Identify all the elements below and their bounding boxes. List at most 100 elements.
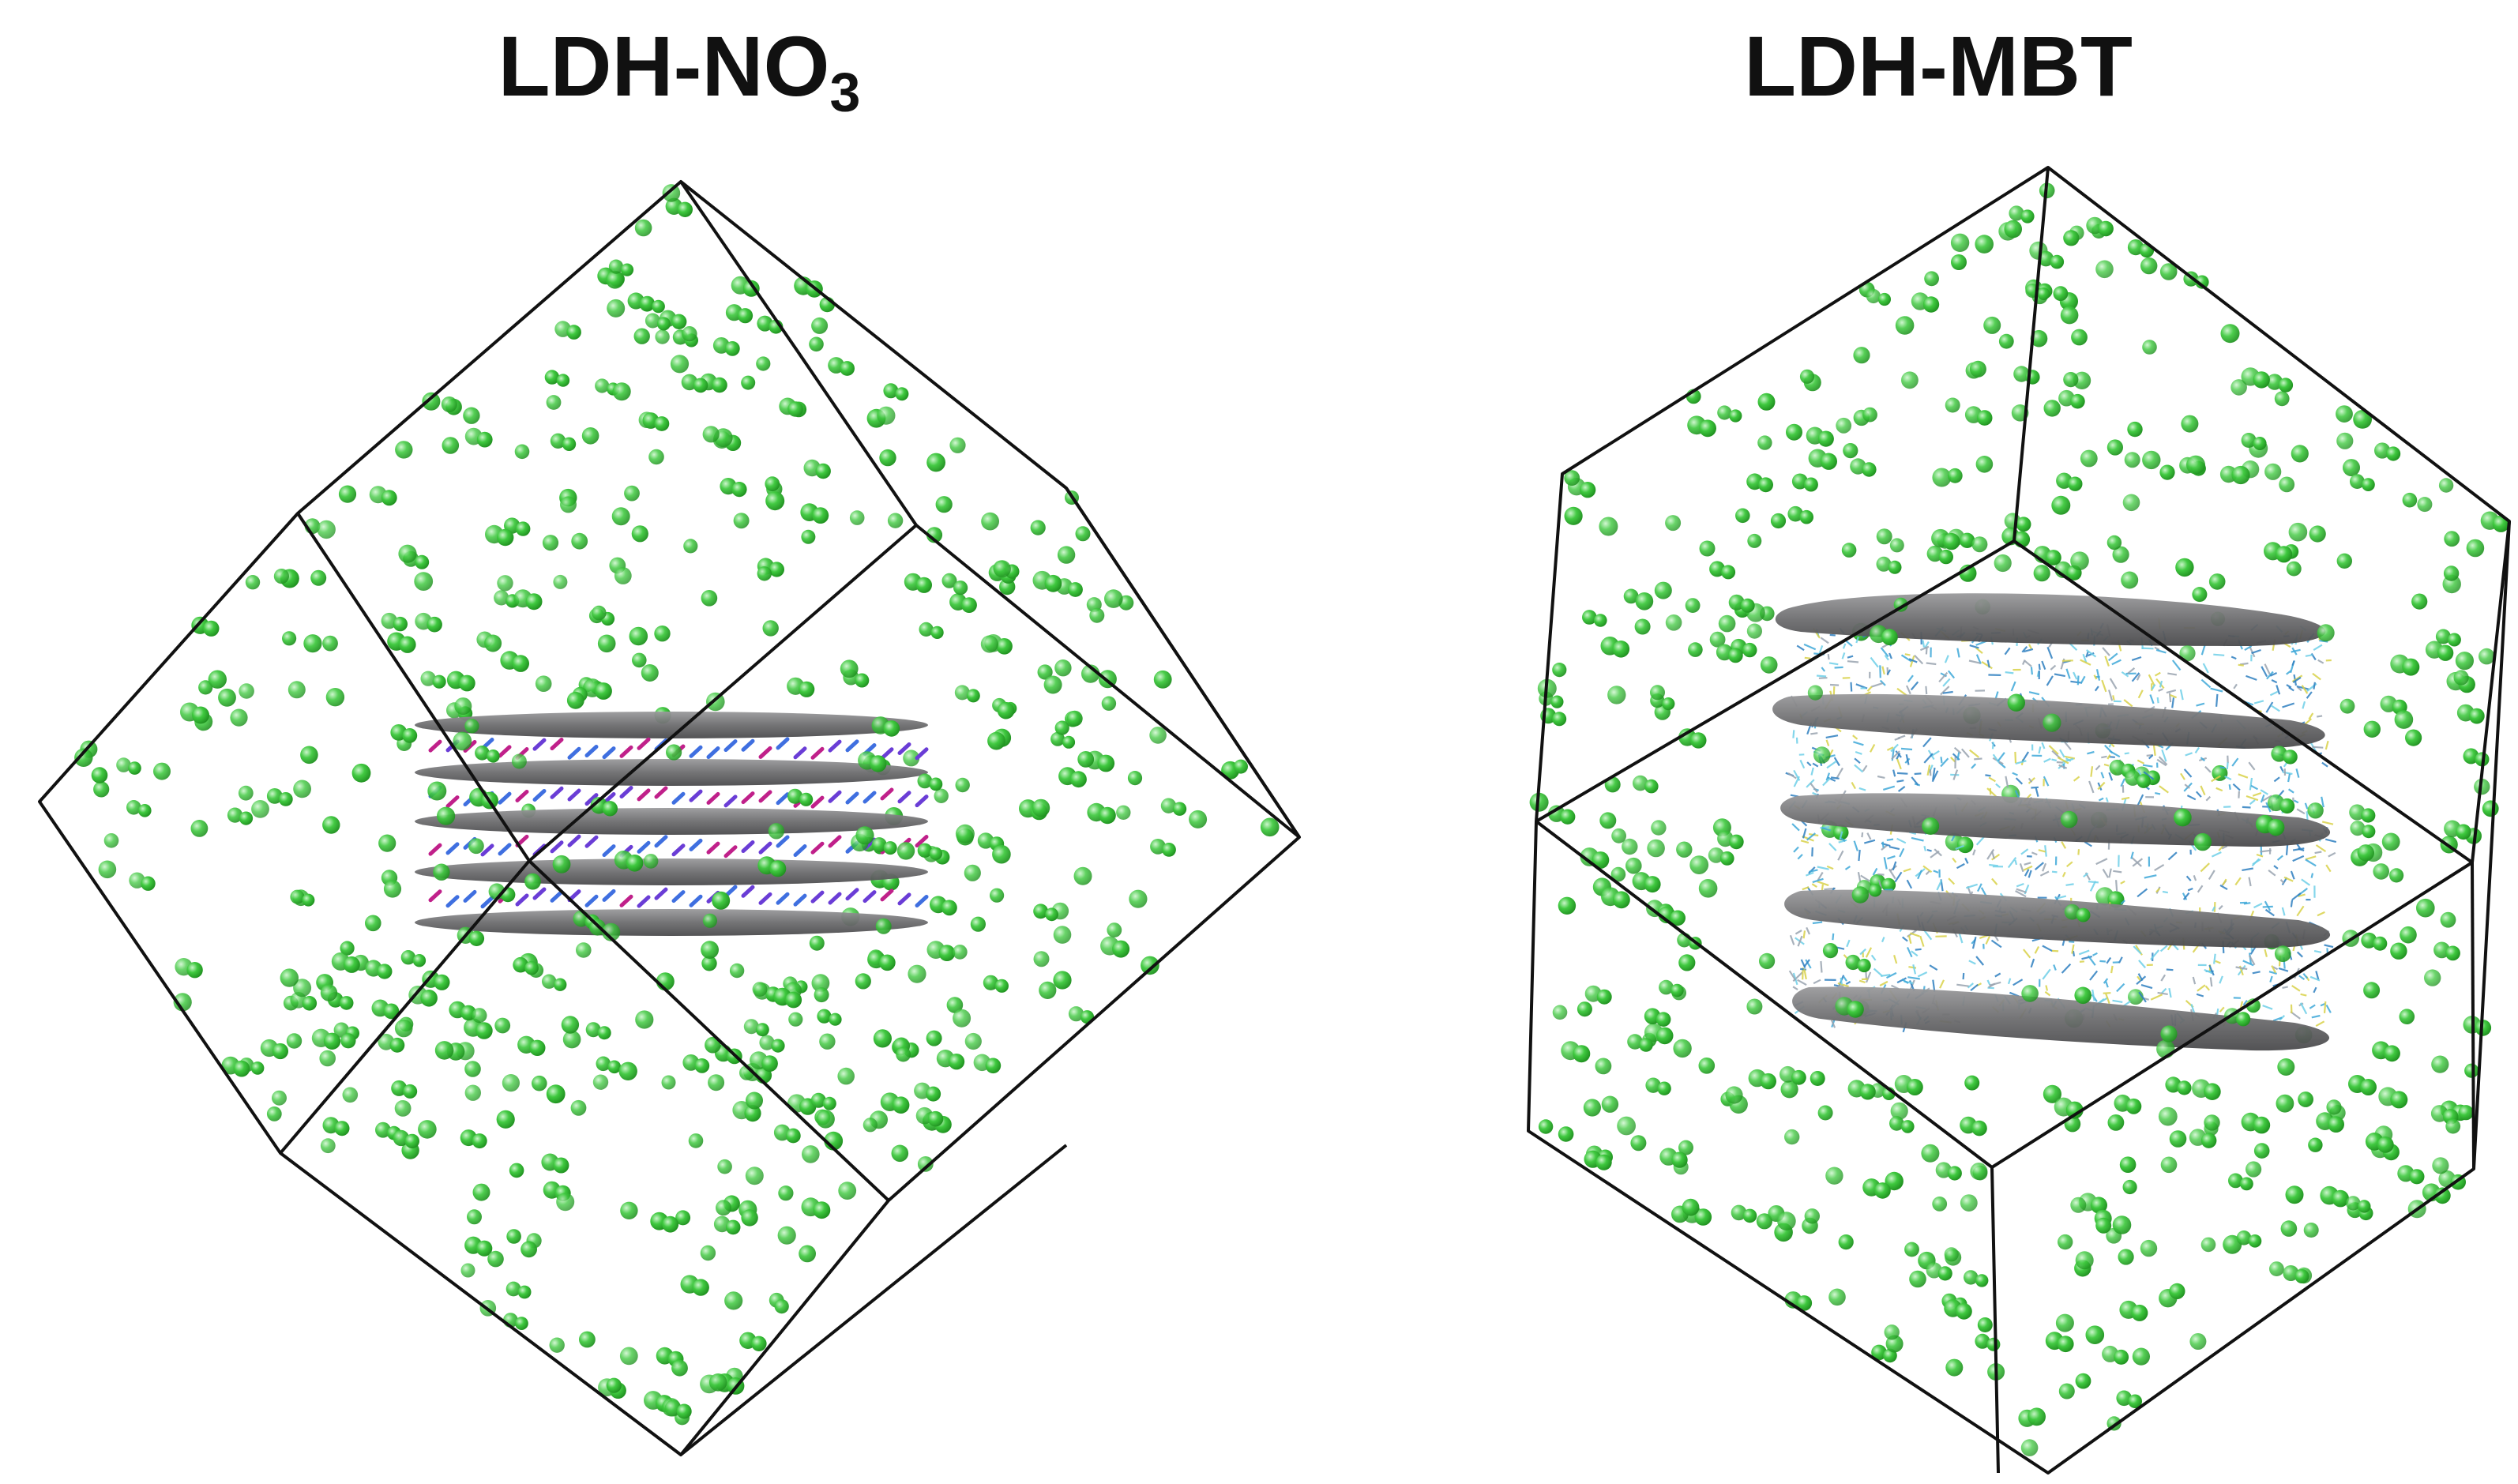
mbt-molecule [2282,702,2295,708]
counter-ion [2095,1217,2112,1234]
counter-ion [757,566,772,581]
counter-ion [400,950,416,965]
mbt-molecule [2112,999,2123,1003]
counter-ion [2362,825,2376,839]
counter-ion [556,374,570,387]
counter-ion [1560,809,1576,825]
counter-ion [2285,1185,2304,1204]
mbt-molecule [2034,862,2045,870]
mbt-molecule [2282,986,2288,989]
mbt-molecule [2266,671,2274,680]
counter-ion [2124,452,2140,468]
ldh-layer [1780,793,2331,847]
mbt-molecule [2260,789,2268,795]
counter-ion [2033,565,2050,582]
mbt-molecule [1840,837,1846,842]
mbt-molecule [2028,777,2033,783]
counter-ion [1625,857,1642,874]
counter-ion [2326,1099,2342,1115]
mbt-molecule [1932,767,1936,780]
mbt-molecule [2167,851,2178,861]
mbt-molecule [1862,765,1868,772]
counter-ion [1862,407,1877,423]
counter-ion [512,655,529,672]
counter-ion [1947,1166,1962,1181]
counter-ion [1889,538,1904,553]
mbt-molecule [1888,846,1900,851]
simulation-box-ldh-mbt [1527,166,2511,1475]
mbt-molecule [1864,839,1876,844]
mbt-molecule [1933,870,1939,873]
counter-ion [383,880,402,898]
counter-ion [768,823,785,840]
counter-ion [602,922,621,941]
mbt-molecule [2030,958,2035,968]
counter-ion [116,757,131,772]
counter-ion [634,219,652,237]
counter-ion [432,674,446,689]
nitrate-molecule [428,843,442,856]
counter-ion [676,1403,692,1419]
counter-ion [2137,774,2151,788]
mbt-molecule [1811,883,1817,889]
counter-ion [926,1030,942,1046]
counter-ion [375,1121,391,1138]
mbt-molecule [1821,667,1826,672]
mbt-molecule [1825,734,1839,738]
counter-ion [2276,546,2293,563]
mbt-molecule [2211,775,2221,783]
counter-ion [2445,1118,2461,1134]
mbt-molecule [2004,647,2011,656]
counter-ion [1728,594,1745,611]
mbt-molecule [1845,980,1851,986]
counter-ion [2353,410,2372,429]
counter-ion [1595,1154,1612,1170]
mbt-molecule [2283,876,2294,882]
mbt-molecule [1902,936,1908,942]
mbt-molecule [2320,1002,2326,1007]
counter-ion [2071,329,2088,346]
counter-ion [1045,907,1058,922]
nitrate-molecule [671,843,686,857]
counter-ion [2463,748,2479,765]
counter-ion [799,1245,816,1263]
counter-ion [1141,956,1159,975]
mbt-molecule [2313,644,2323,652]
mbt-molecule [1988,982,1996,989]
counter-ion [762,620,779,637]
mbt-molecule [1789,934,1795,945]
nitrate-molecule [550,738,564,751]
counter-ion [525,593,543,611]
mbt-molecule [1956,752,1960,761]
mbt-molecule [2271,679,2278,684]
nitrate-molecule [619,894,633,907]
nitrate-molecule [741,791,755,805]
mbt-molecule [2212,906,2215,912]
nitrate-molecule [880,787,894,801]
counter-ion [394,1100,412,1117]
counter-ion [2038,250,2054,267]
counter-ion [2358,1200,2371,1213]
mbt-molecule [2250,784,2259,791]
counter-ion [1786,423,1802,441]
mbt-molecule [2007,978,2012,985]
mbt-molecule [2093,674,2098,680]
mbt-molecule [2246,674,2257,681]
mbt-molecule [2130,851,2134,859]
mbt-molecule [2324,838,2337,843]
mbt-molecule [2279,879,2285,885]
counter-ion [941,573,957,588]
mbt-molecule [1906,879,1913,889]
mbt-molecule [2121,671,2129,678]
counter-ion [278,792,293,806]
counter-ion [98,860,117,879]
mbt-molecule [2028,776,2035,784]
counter-ion [883,720,900,737]
counter-ion [2109,759,2125,776]
counter-ion [1617,1116,1636,1136]
counter-ion [1964,1270,1979,1285]
counter-ion [607,1060,622,1074]
mbt-molecule [1968,960,1976,965]
mbt-molecule [1947,670,1956,679]
mbt-molecule [2269,690,2279,697]
